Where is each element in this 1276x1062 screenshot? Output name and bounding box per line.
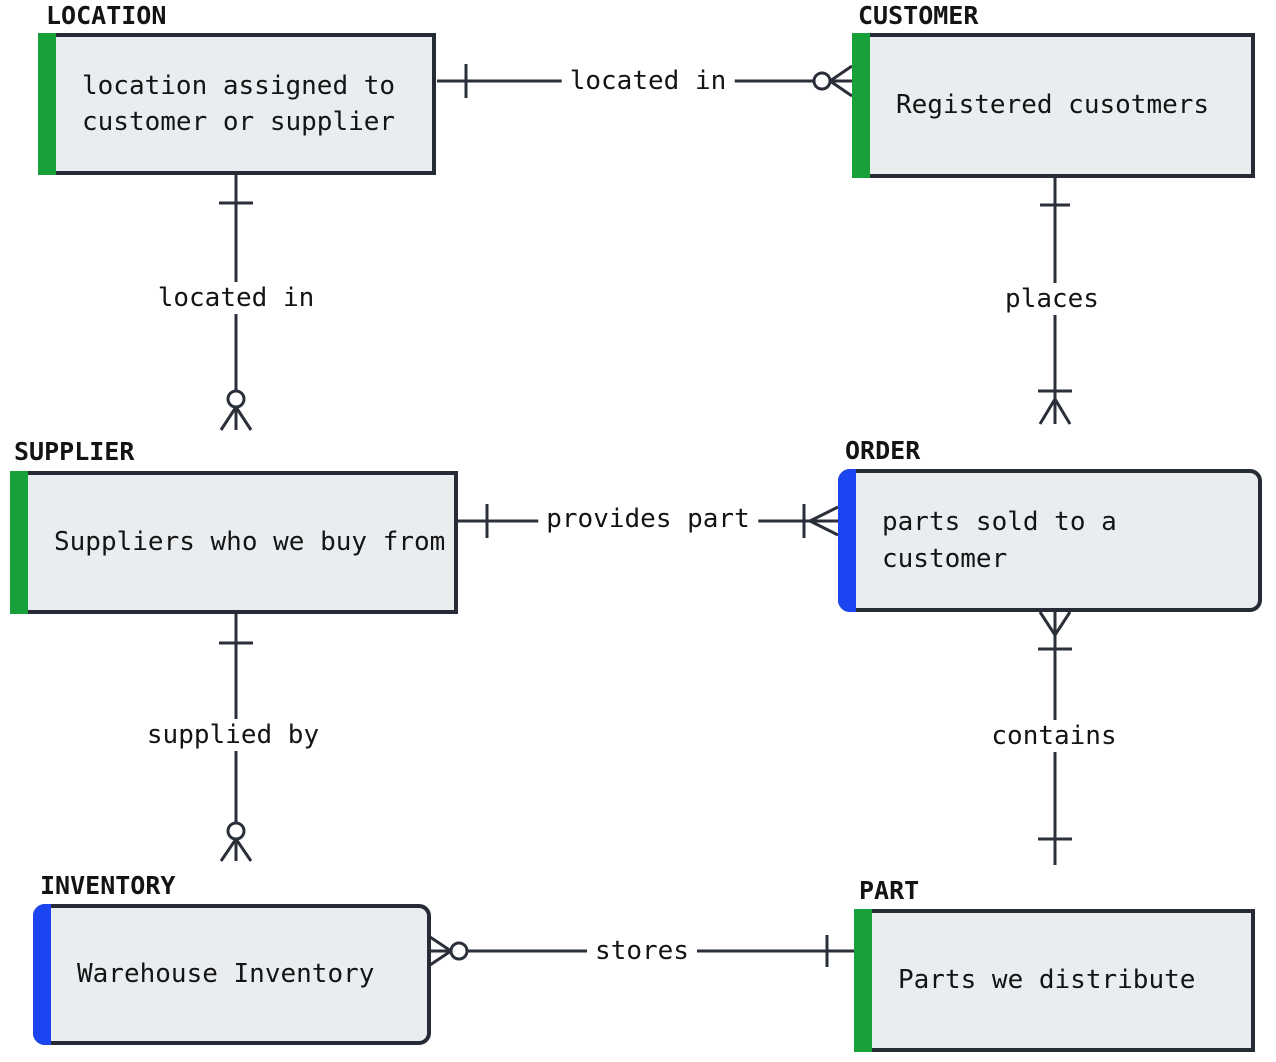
entity-title-location: LOCATION xyxy=(46,1,167,30)
entity-inventory[interactable]: Warehouse Inventory xyxy=(33,904,431,1045)
accent-bar-green xyxy=(854,909,872,1052)
entity-order-description: parts sold to a customer xyxy=(882,507,1117,574)
relationship-label-located-in-customer: located in xyxy=(561,65,735,97)
entity-customer-description: Registered cusotmers xyxy=(896,90,1210,121)
entity-supplier[interactable]: Suppliers who we buy from xyxy=(10,471,458,614)
entity-location[interactable]: location assigned to customer or supplie… xyxy=(38,33,436,175)
relationship-label-places: places xyxy=(997,283,1107,315)
entity-order[interactable]: parts sold to a customer xyxy=(838,469,1262,612)
connector-supplier-inventory xyxy=(219,614,253,862)
relationship-label-provides-part: provides part xyxy=(538,503,758,535)
accent-bar-green xyxy=(38,33,56,175)
accent-bar-blue xyxy=(33,904,51,1045)
relationship-label-contains: contains xyxy=(983,720,1125,752)
entity-location-description: location assigned to customer or supplie… xyxy=(82,70,396,137)
entity-supplier-description: Suppliers who we buy from xyxy=(54,527,446,558)
accent-bar-green xyxy=(10,471,28,614)
entity-title-customer: CUSTOMER xyxy=(858,1,979,30)
relationship-label-stores: stores xyxy=(587,935,697,967)
entity-inventory-description: Warehouse Inventory xyxy=(77,959,375,990)
entity-title-supplier: SUPPLIER xyxy=(14,437,135,466)
entity-title-inventory: INVENTORY xyxy=(40,871,176,900)
entity-part-description: Parts we distribute xyxy=(898,965,1196,996)
relationship-label-supplied-by: supplied by xyxy=(138,719,328,751)
entity-customer[interactable]: Registered cusotmers xyxy=(852,33,1255,178)
entity-title-part: PART xyxy=(859,876,920,905)
entity-title-order: ORDER xyxy=(845,436,921,465)
entity-part[interactable]: Parts we distribute xyxy=(854,909,1255,1052)
accent-bar-green xyxy=(852,33,870,178)
accent-bar-blue xyxy=(838,469,856,612)
relationship-label-located-in-supplier: located in xyxy=(149,282,323,314)
